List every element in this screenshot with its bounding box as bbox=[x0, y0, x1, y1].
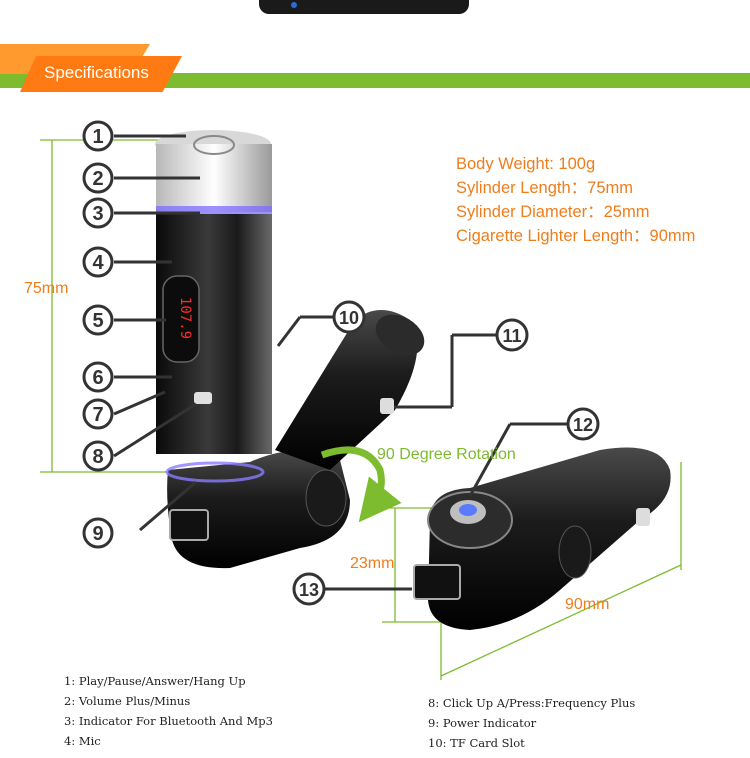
rotation-label: 90 Degree Rotation bbox=[377, 446, 516, 463]
callout-10: 10 bbox=[339, 308, 359, 328]
dimension-lines bbox=[40, 139, 682, 680]
callout-4: 4 bbox=[92, 252, 104, 274]
callout-7: 7 bbox=[92, 404, 103, 426]
spec-weight: Body Weight: 100g bbox=[456, 155, 596, 173]
header-title: Specifications bbox=[44, 63, 149, 82]
header-tab bbox=[20, 56, 182, 92]
product-rotated bbox=[413, 447, 671, 630]
feature-8: 8: Click Up A/Press:Frequency Plus bbox=[428, 696, 636, 710]
feature-3: 3: Indicator For Bluetooth And Mp3 bbox=[64, 714, 273, 728]
features-right: 8: Click Up A/Press:Frequency Plus 9: Po… bbox=[428, 693, 635, 753]
features-left: 1: Play/Pause/Answer/Hang Up 2: Volume P… bbox=[64, 671, 273, 751]
feature-1: 1: Play/Pause/Answer/Hang Up bbox=[64, 674, 246, 688]
dim-length-label: 90mm bbox=[565, 596, 610, 613]
callout-leaders bbox=[113, 134, 568, 591]
spec-diameter: Sylinder Diameter：25mm bbox=[456, 203, 650, 221]
callout-5: 5 bbox=[92, 310, 103, 332]
callout-6: 6 bbox=[92, 367, 103, 389]
feature-10: 10: TF Card Slot bbox=[428, 736, 525, 750]
spec-length: Sylinder Length：75mm bbox=[456, 179, 634, 197]
feature-2: 2: Volume Plus/Minus bbox=[64, 694, 191, 708]
header-line bbox=[0, 73, 750, 88]
callout-1: 1 bbox=[92, 126, 103, 148]
callout-11: 11 bbox=[502, 326, 521, 346]
feature-9: 9: Power Indicator bbox=[428, 716, 537, 730]
display-readout: 107.9 bbox=[177, 297, 193, 339]
callout-markers bbox=[82, 120, 600, 606]
callout-13: 13 bbox=[299, 580, 319, 600]
callout-9: 9 bbox=[92, 523, 103, 545]
callout-8: 8 bbox=[92, 446, 103, 468]
rotation-arrow-icon bbox=[320, 446, 402, 523]
product-upright: 107.9 bbox=[155, 130, 425, 569]
feature-4: 4: Mic bbox=[64, 734, 101, 748]
callout-3: 3 bbox=[92, 203, 103, 225]
callout-2: 2 bbox=[92, 168, 103, 190]
dim-height-label: 75mm bbox=[24, 280, 69, 297]
blue-dot-icon bbox=[291, 2, 297, 8]
spec-plug-length: Cigarette Lighter Length：90mm bbox=[456, 227, 696, 245]
spec-list: Body Weight: 100g Sylinder Length：75mm S… bbox=[456, 152, 695, 248]
top-banner bbox=[259, 0, 469, 14]
dim-usb-label: 23mm bbox=[350, 555, 395, 572]
callout-12: 12 bbox=[573, 415, 593, 435]
